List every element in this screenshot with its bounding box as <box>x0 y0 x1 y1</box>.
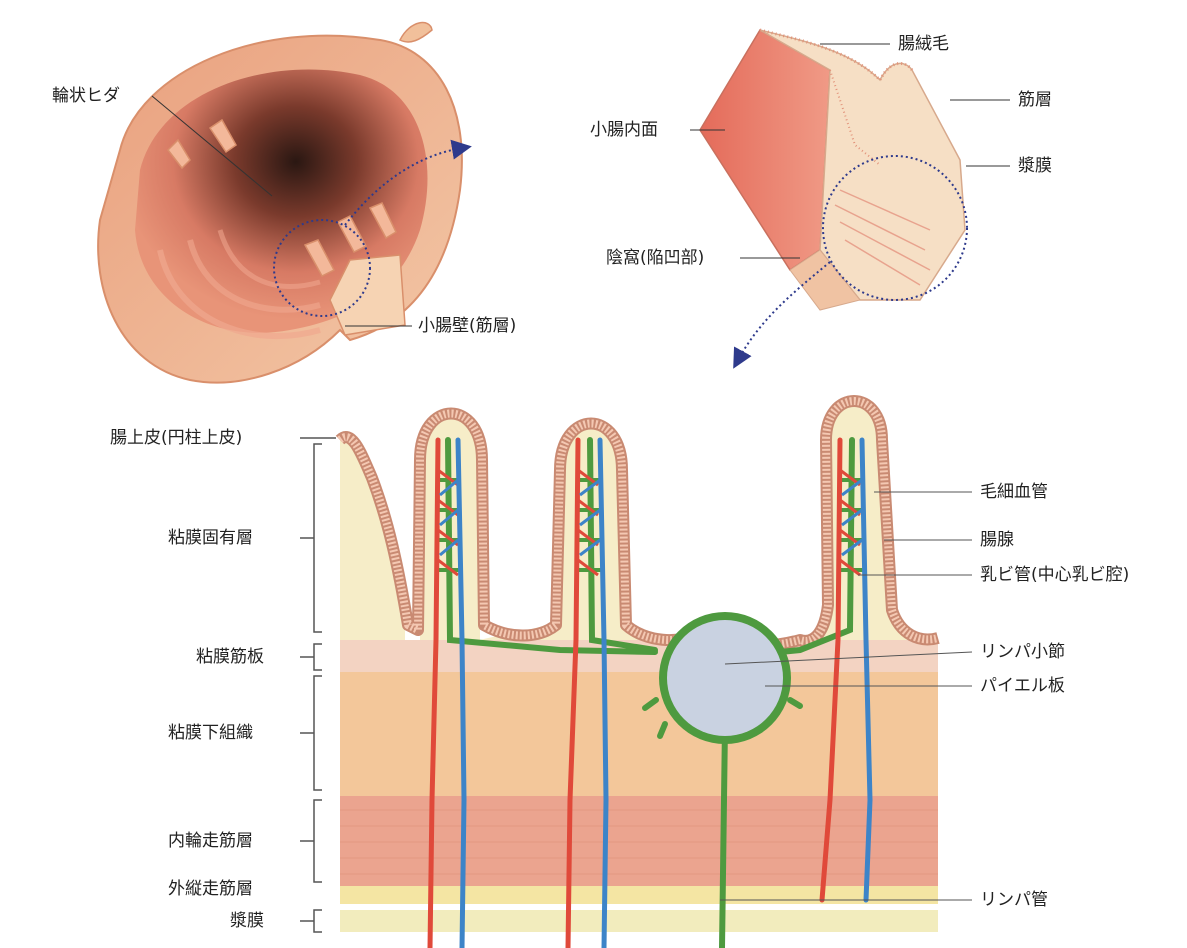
mucosa-block-illustration <box>690 30 1010 360</box>
label-serosa-bottom: 漿膜 <box>230 911 264 931</box>
label-gland: 腸腺 <box>980 530 1014 550</box>
left-brackets <box>300 438 336 932</box>
lymph-nodule <box>667 620 783 736</box>
label-muscularis-mucosae: 粘膜筋板 <box>196 647 264 667</box>
label-lacteal: 乳ビ管(中心乳ビ腔) <box>980 565 1129 585</box>
intestine-tube-illustration <box>98 23 462 383</box>
label-lymph-nodule: リンパ小節 <box>980 642 1065 662</box>
label-submucosa: 粘膜下組織 <box>168 723 253 743</box>
label-inner-circular: 内輪走筋層 <box>168 831 253 851</box>
label-muscle-layer: 筋層 <box>1018 90 1052 110</box>
label-serosa-top: 漿膜 <box>1018 156 1052 176</box>
submucosa-layer <box>340 672 938 796</box>
label-intestinal-wall: 小腸壁(筋層) <box>418 316 516 336</box>
label-circular-fold: 輪状ヒダ <box>52 86 120 106</box>
label-lamina-propria: 粘膜固有層 <box>168 528 253 548</box>
wall-cross-section <box>300 401 972 948</box>
label-outer-longitudinal: 外縦走筋層 <box>168 879 253 899</box>
label-villi: 腸絨毛 <box>898 34 949 54</box>
label-inner-surface: 小腸内面 <box>590 120 658 140</box>
label-crypt: 陰窩(陥凹部) <box>606 248 704 268</box>
label-peyer-patch: パイエル板 <box>980 676 1065 696</box>
label-lymph-vessel: リンパ管 <box>980 890 1048 910</box>
label-epithelium: 腸上皮(円柱上皮) <box>110 428 242 448</box>
label-capillary: 毛細血管 <box>980 482 1048 502</box>
